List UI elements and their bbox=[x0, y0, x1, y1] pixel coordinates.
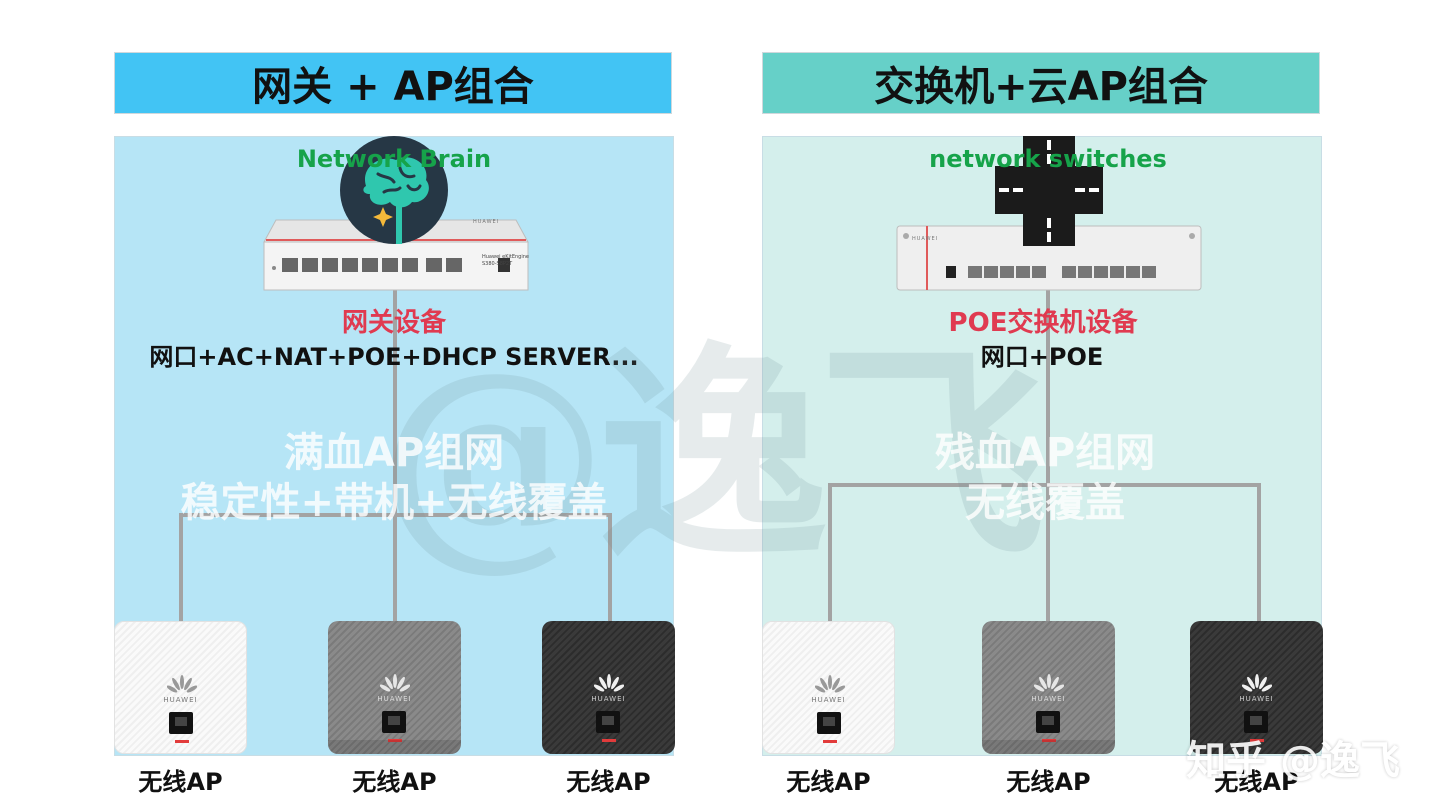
right-overlay-line2: 无线覆盖 bbox=[965, 480, 1125, 526]
huawei-logo-icon bbox=[1242, 674, 1272, 692]
ap-brand-text: HUAWEI bbox=[1031, 695, 1066, 703]
right-hbar-line bbox=[828, 483, 1261, 487]
left-function-label: 网口+AC+NAT+POE+DHCP SERVER... bbox=[149, 343, 639, 371]
ap-bottom-band bbox=[982, 740, 1115, 754]
right-drop-line-3 bbox=[1257, 483, 1261, 621]
ap-accent bbox=[388, 739, 402, 742]
ap-device: HUAWEI bbox=[1190, 621, 1323, 754]
right-trunk-line bbox=[1046, 290, 1050, 622]
ap-brand-text: HUAWEI bbox=[811, 696, 846, 704]
gateway-device bbox=[263, 219, 529, 291]
right-device-label: POE交换机设备 bbox=[948, 308, 1138, 338]
watermark-text: @逸飞 bbox=[378, 321, 1048, 591]
ap-label: 无线AP bbox=[786, 768, 871, 796]
huawei-logo-icon bbox=[594, 674, 624, 692]
gateway-model-line1: Huawei eKitEngine bbox=[482, 254, 529, 260]
brain-icon bbox=[340, 136, 448, 244]
ethernet-port-icon bbox=[596, 711, 620, 733]
gateway-brand-text: HUAWEI bbox=[473, 219, 500, 225]
ap-device: HUAWEI bbox=[982, 621, 1115, 754]
ap-brand-text: HUAWEI bbox=[377, 695, 412, 703]
ap-label: 无线AP bbox=[566, 768, 651, 796]
ap-brand-text: HUAWEI bbox=[163, 696, 198, 704]
left-top-label: Network Brain bbox=[296, 145, 492, 173]
ap-device: HUAWEI bbox=[762, 621, 895, 754]
ap-label: 无线AP bbox=[1006, 768, 1091, 796]
ap-accent bbox=[602, 739, 616, 742]
ap-accent bbox=[823, 740, 837, 743]
left-overlay-line1: 满血AP组网 bbox=[283, 430, 505, 476]
left-overlay-line2: 稳定性+带机+无线覆盖 bbox=[180, 480, 608, 526]
ethernet-port-icon bbox=[169, 712, 193, 734]
ap-accent bbox=[1250, 739, 1264, 742]
gateway-model-line2: S380-S8P2T bbox=[482, 261, 513, 267]
ap-label: 无线AP bbox=[352, 768, 437, 796]
ethernet-port-icon bbox=[1244, 711, 1268, 733]
right-function-label: 网口+POE bbox=[980, 343, 1104, 371]
huawei-logo-icon bbox=[815, 675, 845, 693]
huawei-logo-icon bbox=[380, 674, 410, 692]
right-overlay-line1: 残血AP组网 bbox=[934, 430, 1156, 476]
site-watermark: 知乎 @逸飞 bbox=[1186, 738, 1400, 784]
left-device-label: 网关设备 bbox=[341, 308, 446, 338]
ethernet-port-icon bbox=[382, 711, 406, 733]
switch-device bbox=[896, 225, 1202, 291]
ap-bottom-band bbox=[328, 740, 461, 754]
right-drop-line-1 bbox=[828, 483, 832, 621]
ap-brand-text: HUAWEI bbox=[591, 695, 626, 703]
right-title: 交换机+云AP组合 bbox=[762, 52, 1320, 114]
left-hbar-line bbox=[179, 513, 612, 517]
right-top-label: network switches bbox=[929, 145, 1167, 173]
huawei-logo-icon bbox=[1034, 674, 1064, 692]
switch-brand-text: HUAWEI bbox=[912, 236, 939, 242]
left-trunk-line bbox=[393, 290, 397, 622]
left-drop-line-3 bbox=[608, 513, 612, 621]
ap-brand-text: HUAWEI bbox=[1239, 695, 1274, 703]
ethernet-port-icon bbox=[1036, 711, 1060, 733]
ap-label: 无线AP bbox=[138, 768, 223, 796]
ap-device: HUAWEI bbox=[114, 621, 247, 754]
ap-device: HUAWEI bbox=[328, 621, 461, 754]
ap-accent bbox=[175, 740, 189, 743]
ap-label: 无线AP bbox=[1214, 768, 1299, 796]
left-drop-line-1 bbox=[179, 513, 183, 621]
road-crossing-icon bbox=[995, 136, 1103, 246]
ap-device: HUAWEI bbox=[542, 621, 675, 754]
huawei-logo-icon bbox=[167, 675, 197, 693]
left-title: 网关 + AP组合 bbox=[114, 52, 672, 114]
ethernet-port-icon bbox=[817, 712, 841, 734]
ap-accent bbox=[1042, 739, 1056, 742]
